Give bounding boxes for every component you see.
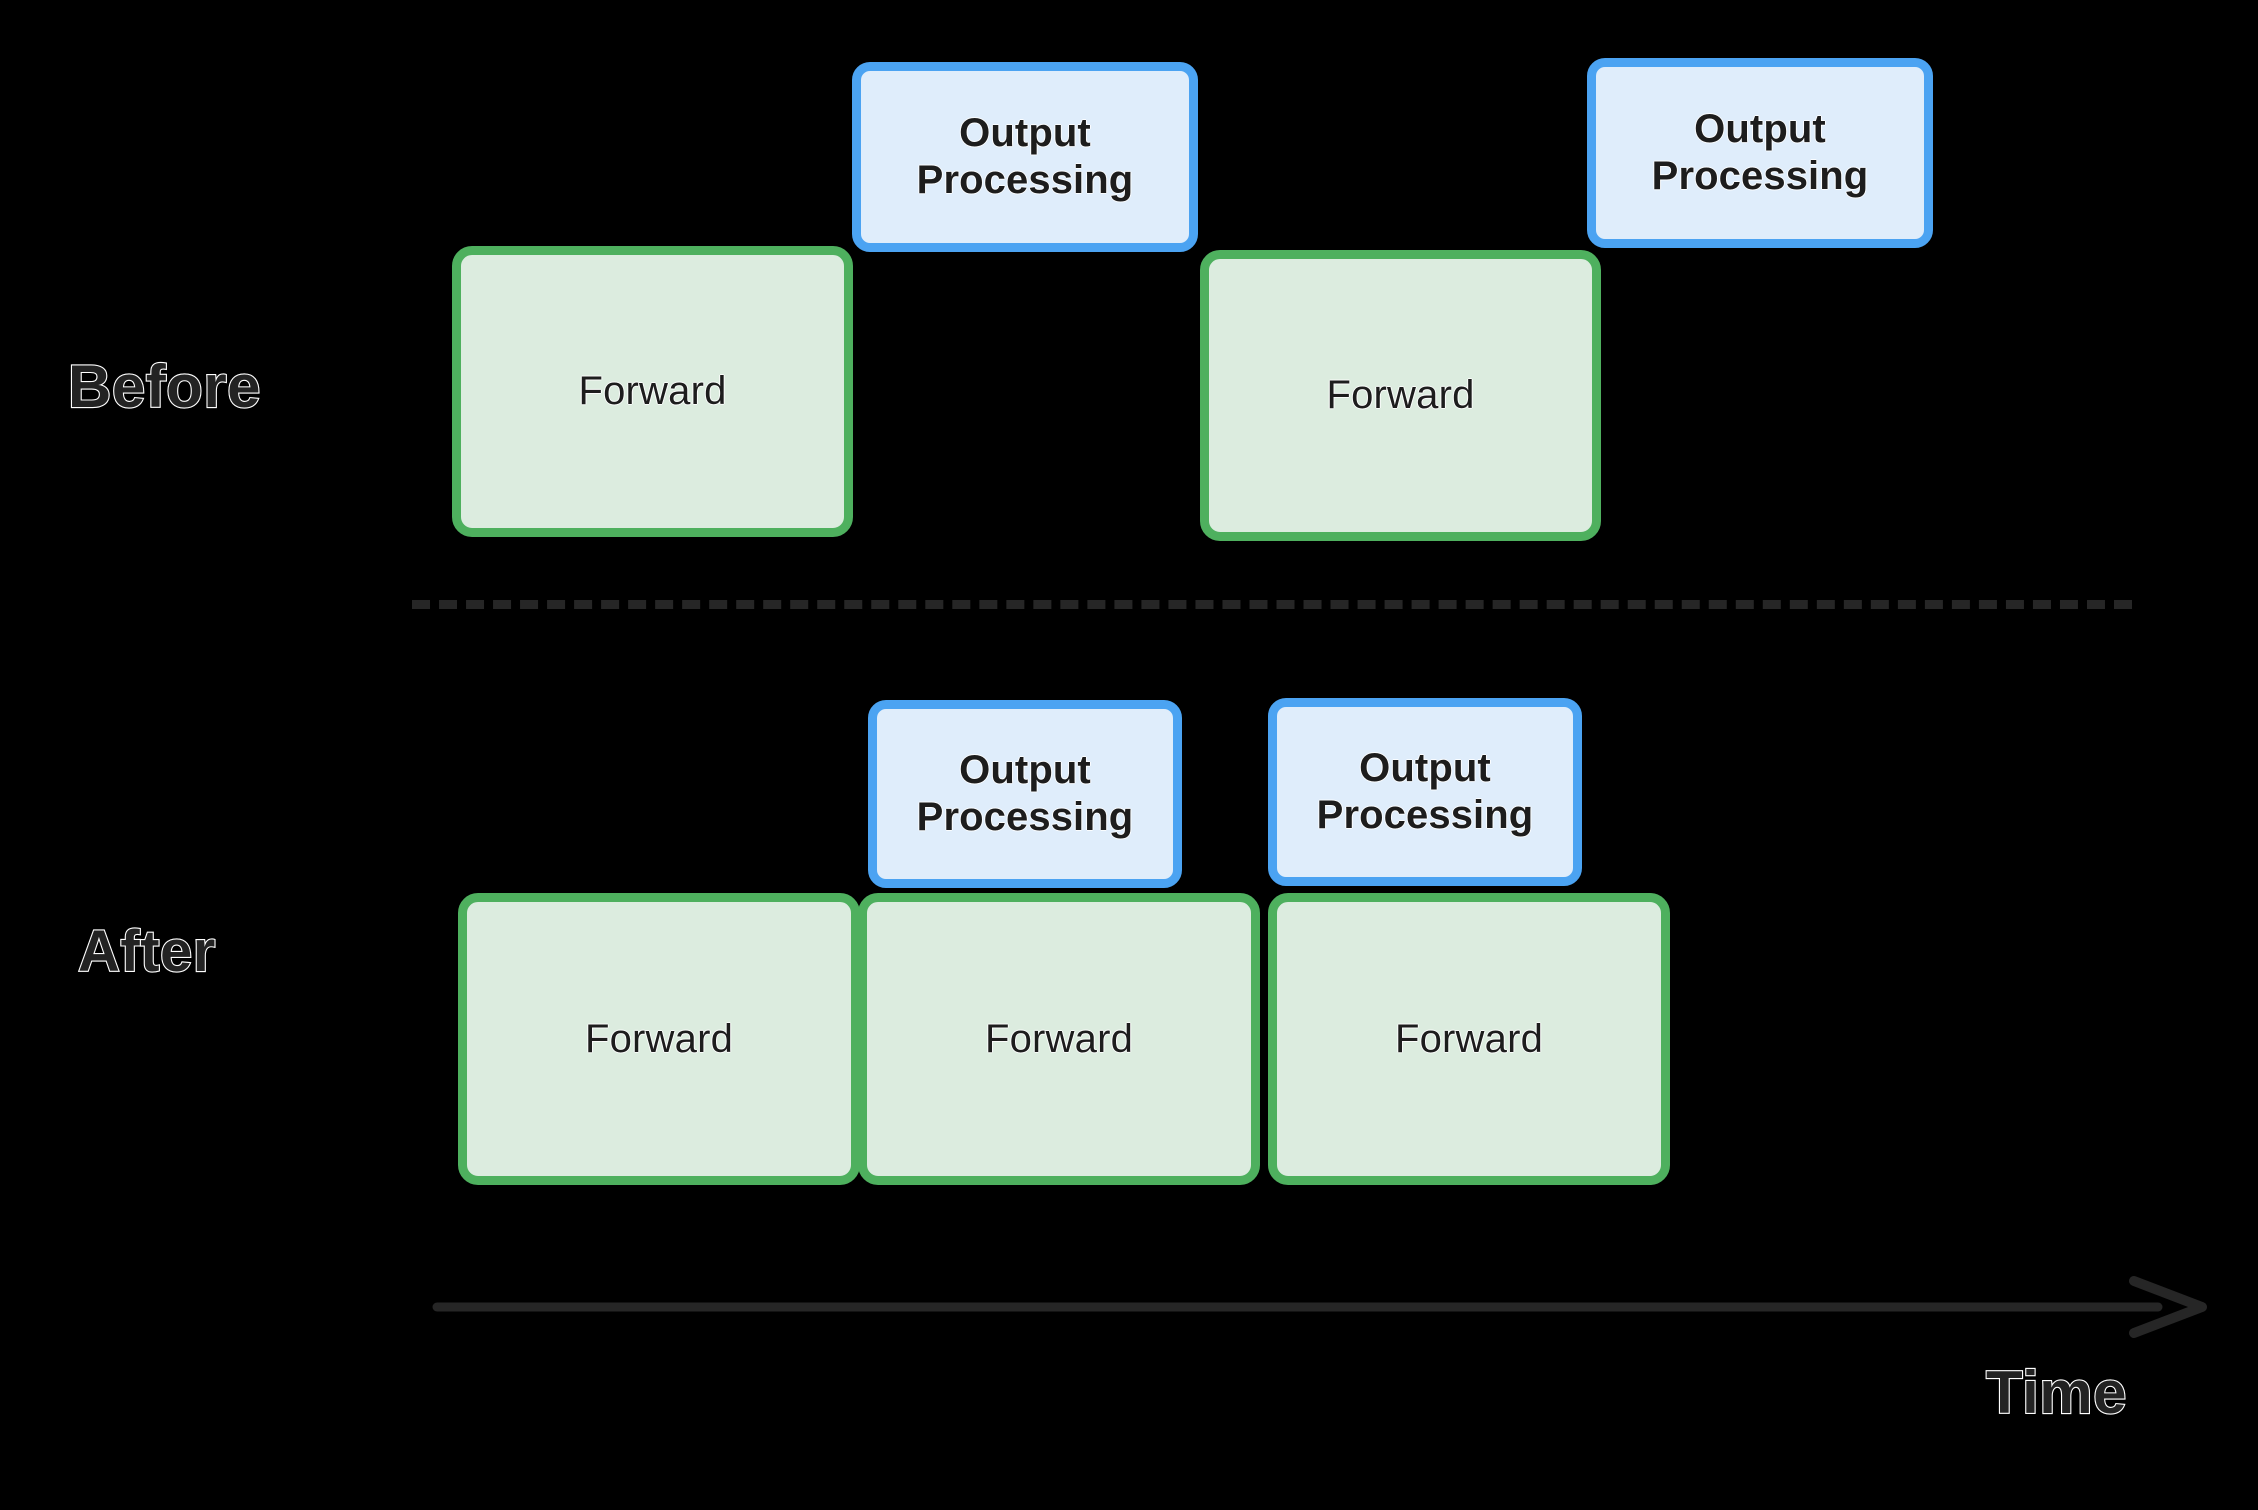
after-output-processing-block-1: Output Processing — [868, 700, 1182, 888]
after-forward-block-3: Forward — [1268, 893, 1670, 1185]
after-output-processing-block-2: Output Processing — [1268, 698, 1582, 886]
before-row-label: Before — [67, 352, 262, 421]
forward-label: Forward — [578, 369, 727, 413]
before-forward-block-2: Forward — [1200, 250, 1601, 541]
forward-label: Forward — [1326, 373, 1475, 417]
forward-label: Forward — [1394, 1016, 1544, 1061]
before-output-processing-block-1: Output Processing — [852, 62, 1198, 252]
output-processing-label: Output Processing — [1651, 107, 1869, 198]
output-processing-label: Output Processing — [916, 748, 1134, 839]
after-forward-block-1: Forward — [458, 893, 860, 1185]
after-row-label: After — [77, 918, 217, 985]
output-processing-label: Output Processing — [916, 111, 1134, 202]
time-axis-arrow — [432, 1276, 2207, 1338]
time-axis-label: Time — [1985, 1358, 2128, 1427]
output-processing-label: Output Processing — [1316, 746, 1534, 837]
before-forward-block-1: Forward — [452, 246, 853, 537]
time-axis-arrowhead — [2129, 1276, 2207, 1338]
before-output-processing-block-2: Output Processing — [1587, 58, 1933, 248]
after-forward-block-2: Forward — [858, 893, 1260, 1185]
forward-label: Forward — [984, 1016, 1134, 1061]
dashed-separator — [412, 600, 2132, 609]
forward-label: Forward — [584, 1016, 734, 1061]
